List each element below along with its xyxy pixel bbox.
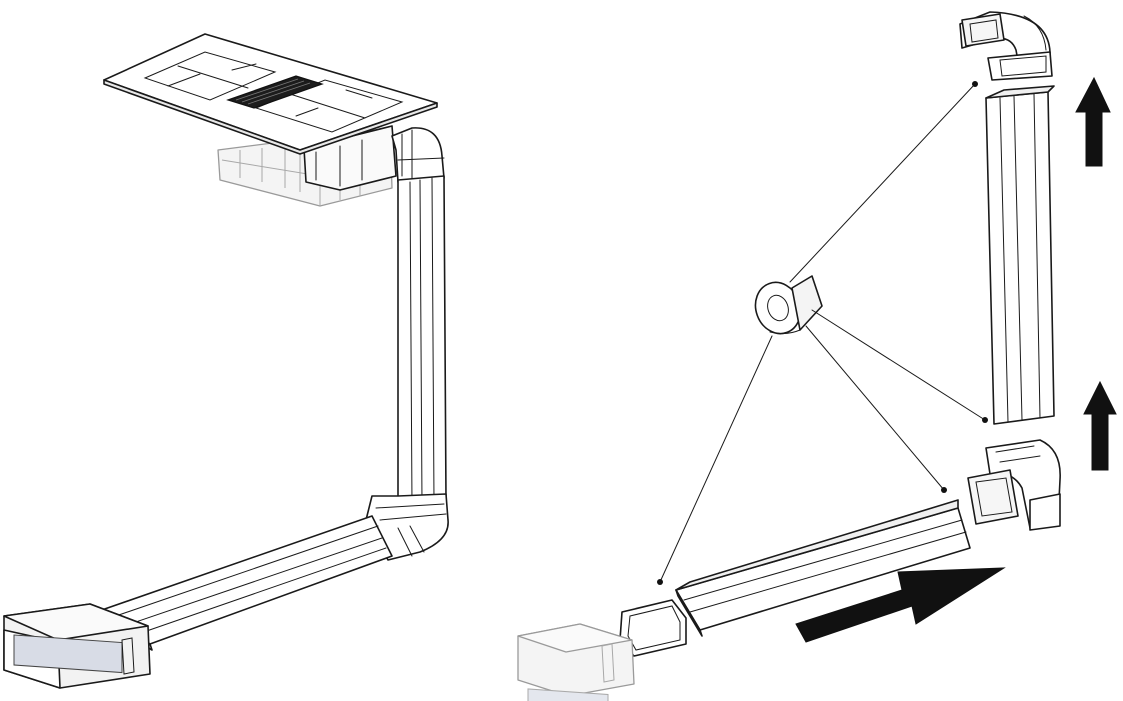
induction-cooktop [103,33,438,155]
plinth-outlet [3,603,151,689]
top-elbow-part [959,11,1053,81]
upper-elbow [391,127,445,183]
plinth-grille [13,634,123,674]
downdraft-vent [226,75,324,109]
extractor-motor-housing [217,125,397,207]
pointer-dot [982,417,988,423]
lower-elbow-part [967,439,1061,531]
airflow-arrow-horizontal-icon [795,567,1006,643]
horizontal-duct-part [675,499,971,637]
vertical-duct-part [985,85,1055,425]
vertical-duct [397,175,447,509]
assembled-system [3,33,449,689]
sealing-tape-icon [754,275,823,335]
plinth-outlet-part [517,623,635,701]
airflow-arrow-up-top-icon [1075,76,1111,167]
pointer-dot [941,487,947,493]
pointer-dot [972,81,978,87]
airflow-arrow-up-bottom-icon [1083,380,1117,471]
exploded-parts [517,11,1117,701]
pointer-dot [657,579,663,585]
tape-pointer-lines [657,81,988,585]
